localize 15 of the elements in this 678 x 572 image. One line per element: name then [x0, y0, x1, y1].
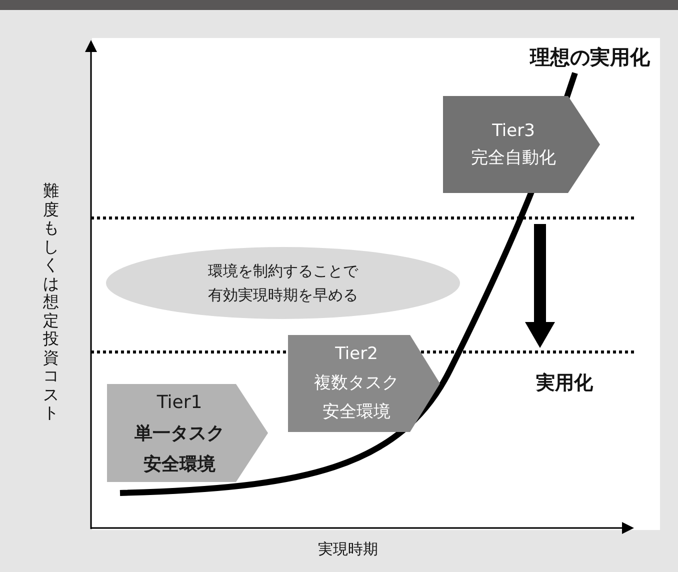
tier-label: Tier1	[156, 390, 204, 414]
tier-label: 完全自動化	[470, 146, 557, 170]
tier-label: Tier3	[491, 120, 536, 142]
axis-title: 難度もしくは想定投資コスト	[42, 182, 60, 422]
note-text: 環境を制約することで有効実現時期を早める	[207, 261, 359, 306]
tier-label: 安全環境	[142, 452, 216, 476]
note-ellipse	[106, 247, 460, 319]
tier-label: 複数タスク	[313, 372, 400, 395]
tier-label: 単一タスク	[134, 422, 226, 446]
tier-pentagon	[443, 96, 600, 193]
curve-label: 理想の実用化	[530, 44, 650, 71]
tier-label: Tier2	[334, 343, 379, 366]
tier-label: 安全環境	[322, 401, 392, 424]
level-label: 実用化	[536, 371, 593, 396]
axis-title: 実現時期	[318, 540, 378, 559]
